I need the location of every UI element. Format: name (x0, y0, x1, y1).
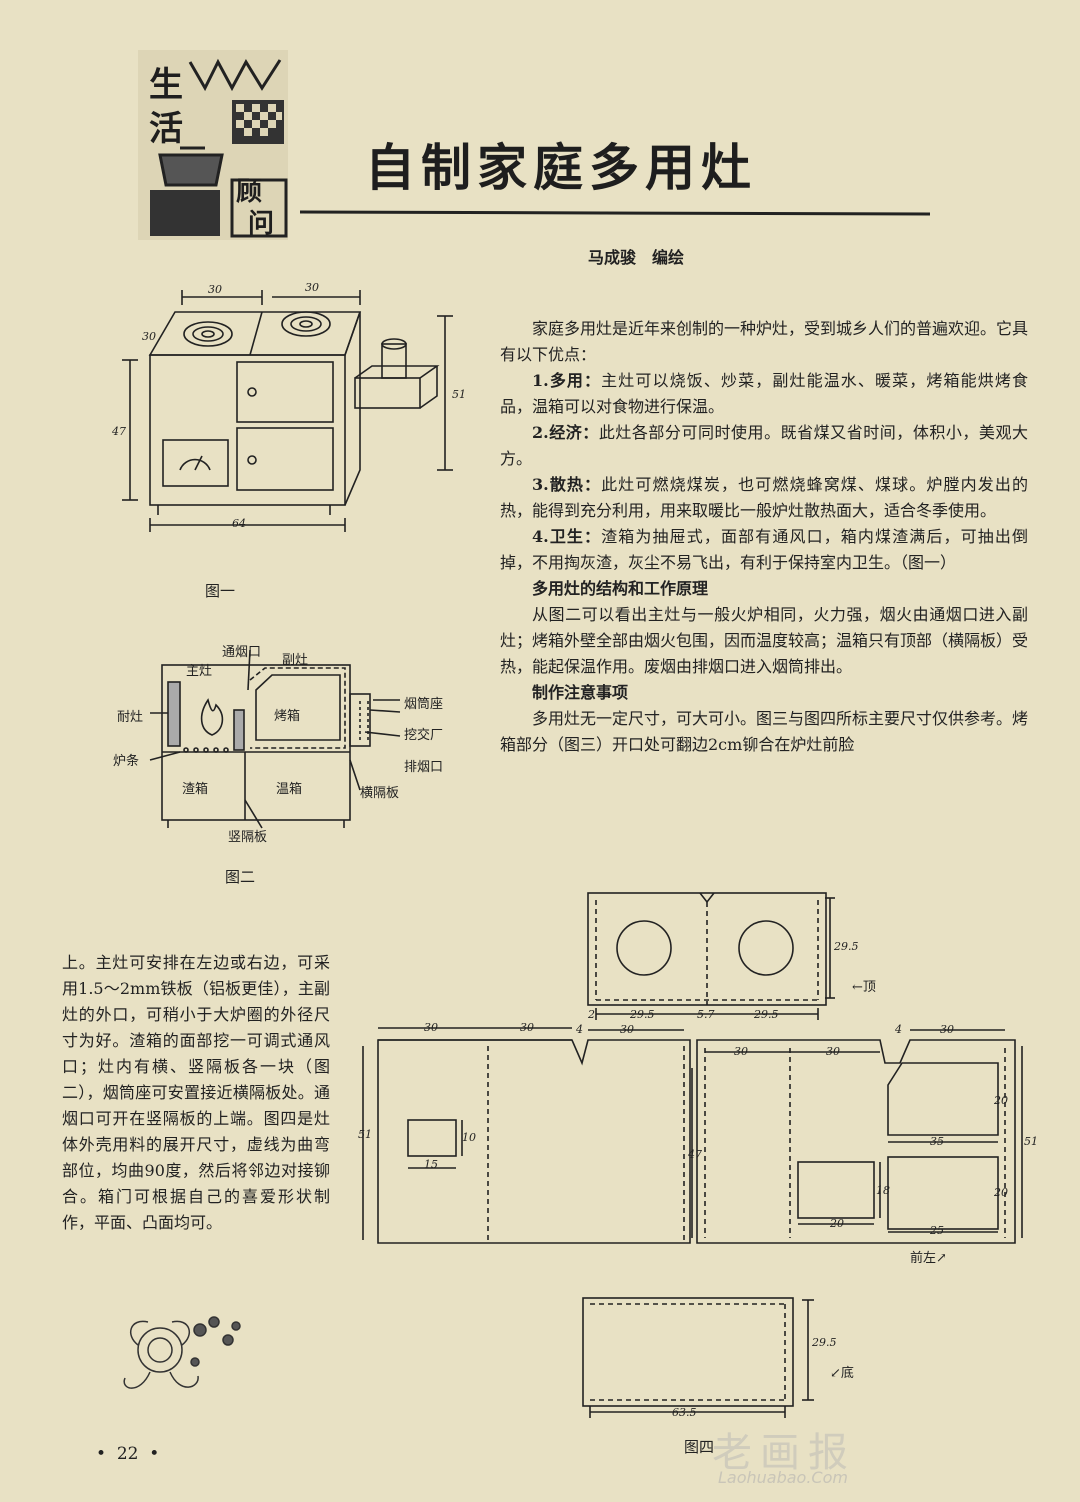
fig4-dim-door-w: 20 (830, 1217, 844, 1230)
fig4-label-top: ←顶 (852, 980, 876, 995)
title-rule (299, 210, 931, 216)
point-4-head: 4.卫生： (532, 527, 602, 546)
point-4-text: 渣箱为抽屉式，面部有通风口，箱内煤渣满后，可抽出倒掉，不用掏灰渣，灰尘不易飞出，… (500, 527, 1028, 572)
fig2-label-chimney-seat: 烟筒座 (404, 697, 444, 712)
column-char-4: 问 (248, 209, 274, 239)
fig2-label-h-partition: 横隔板 (360, 786, 400, 801)
page-number: • 22 • (96, 1444, 160, 1464)
fig4-dim-left-h: 51 (358, 1128, 372, 1141)
fig2-label-warm-box: 温箱 (276, 782, 303, 797)
watermark-url: Laohuabao.Com (718, 1468, 848, 1487)
section-1-paragraph: 从图二可以看出主灶与一般火炉相同，火力强，烟火由通烟口进入副灶；烤箱外壁全部由烟… (500, 605, 1029, 676)
point-2: 2.经济：此灶各部分可同时使用。既省煤又省时间，体积小，美观大方。 (500, 420, 1028, 472)
section-1-heading: 多用灶的结构和工作原理 (532, 579, 709, 598)
column-char-3: 顾 (236, 177, 262, 207)
fig4-caption: 图四 (684, 1438, 715, 1456)
fig4-dim-left-w2: 30 (520, 1021, 534, 1034)
point-3-head: 3.散热： (532, 475, 602, 494)
continued-text: 上。主灶可安排在左边或右边，可采用1.5～2mm铁板（铝板更佳），主副灶的外口，… (62, 953, 330, 1232)
fig2-label-flap: 挖交厂 (404, 728, 444, 743)
fig2-label-main-stove: 主灶 (186, 664, 213, 679)
fig2-label-oven: 烤箱 (274, 709, 301, 724)
section-2-heading: 制作注意事项 (532, 683, 629, 702)
fig4-dim-ash-h: 20 (994, 1186, 1008, 1199)
fig4-dim-bottom-h: 29.5 (812, 1336, 837, 1349)
section-2-paragraph: 多用灶无一定尺寸，可大可小。图三与图四所标主要尺寸仅供参考。烤箱部分（图三）开口… (500, 709, 1029, 754)
fig1-dim-height-left: 47 (112, 425, 126, 438)
column-char-2: 活 (149, 109, 183, 149)
fig1-dim-top-right: 30 (305, 281, 319, 294)
fig1-dim-height-right: 51 (452, 388, 466, 401)
fig4-dim-hole-h: 10 (462, 1131, 476, 1144)
fig4-dim-notch-left: 4 (576, 1023, 583, 1036)
point-2-head: 2.经济： (532, 423, 599, 442)
fig4-dim-right-h2: 51 (1024, 1135, 1038, 1148)
fig2-label-v-partition: 竖隔板 (228, 830, 268, 845)
fig4-dim-right-w3: 30 (940, 1023, 954, 1036)
fig4-dim-oven-w: 35 (930, 1135, 944, 1148)
point-1-text: 主灶可以烧饭、炒菜，副灶能温水、暖菜，烤箱能烘烤食品，温箱可以对食物进行保温。 (500, 371, 1028, 416)
point-3: 3.散热：此灶可燃烧煤炭，也可燃烧蜂窝煤、煤球。炉膛内发出的热，能得到充分利用，… (500, 472, 1028, 524)
fig2-label-sub-stove: 副灶 (282, 653, 309, 668)
fig4-dim-door-h: 18 (876, 1184, 890, 1197)
fig4-dim-top-w2: 29.5 (754, 1008, 779, 1021)
fig1-dim-top-left: 30 (208, 283, 222, 296)
fig2-label-grate: 炉条 (113, 754, 140, 769)
watermark: 老画报 (712, 1430, 856, 1476)
fig2-label-exhaust: 排烟口 (404, 760, 444, 775)
fig4-dim-edge-1: 2 (588, 1008, 595, 1021)
intro-paragraph: 家庭多用灶是近年来创制的一种炉灶，受到城乡人们的普遍欢迎。它具有以下优点： (500, 319, 1029, 364)
fig4-dim-left-w1: 30 (424, 1021, 438, 1034)
fig4-dim-top-mid: 5.7 (697, 1008, 715, 1021)
fig4-dim-ash-w: 25 (930, 1224, 944, 1237)
point-2-text: 此灶各部分可同时使用。既省煤又省时间，体积小，美观大方。 (500, 423, 1028, 468)
fig1-dim-width: 64 (232, 517, 246, 530)
fig2-caption: 图二 (225, 868, 256, 886)
fig2-label-vent: 通烟口 (222, 645, 262, 660)
figure-4 (362, 892, 1023, 1418)
column-char-1: 生 (149, 65, 183, 105)
fig4-label-bottom: ↙底 (830, 1366, 854, 1381)
column-header-art (138, 50, 288, 240)
fig4-dim-top-w1: 29.5 (630, 1008, 655, 1021)
point-4: 4.卫生：渣箱为抽屉式，面部有通风口，箱内煤渣满后，可抽出倒掉，不用掏灰渣，灰尘… (500, 524, 1028, 576)
fig4-dim-hole-w: 15 (424, 1158, 438, 1171)
fig4-dim-top-h: 29.5 (834, 940, 859, 953)
page-title: 自制家庭多用灶 (365, 139, 757, 197)
fig2-label-liner: 耐灶 (117, 710, 144, 725)
point-1-head: 1.多用： (532, 371, 602, 390)
fig4-dim-oven-h: 20 (994, 1094, 1008, 1107)
fig4-label-front: 前左↗ (910, 1251, 947, 1266)
figure-1 (122, 290, 453, 532)
figure-2 (149, 649, 401, 829)
fig4-dim-right-h1: 47 (688, 1148, 702, 1161)
fig4-dim-bottom-w: 63.5 (672, 1406, 697, 1419)
fig4-dim-notch-right: 4 (895, 1023, 902, 1036)
point-3-text: 此灶可燃烧煤炭，也可燃烧蜂窝煤、煤球。炉膛内发出的热，能得到充分利用，用来取暖比… (500, 475, 1028, 520)
fig2-label-ash-box: 渣箱 (182, 782, 209, 797)
point-1: 1.多用：主灶可以烧饭、炒菜，副灶能温水、暖菜，烤箱能烘烤食品，温箱可以对食物进… (500, 368, 1028, 420)
fig4-dim-right-w2: 30 (826, 1045, 840, 1058)
fig1-dim-depth: 30 (142, 330, 156, 343)
flower-ornament (123, 1316, 241, 1389)
fig4-dim-right-w1: 30 (734, 1045, 748, 1058)
body-text: 家庭多用灶是近年来创制的一种炉灶，受到城乡人们的普遍欢迎。它具有以下优点： 1.… (500, 316, 1028, 758)
author-byline: 马成骏 编绘 (588, 248, 685, 267)
page-number-value: 22 (116, 1444, 139, 1464)
fig4-dim-left-w3: 30 (620, 1023, 634, 1036)
fig1-caption: 图一 (205, 582, 236, 600)
